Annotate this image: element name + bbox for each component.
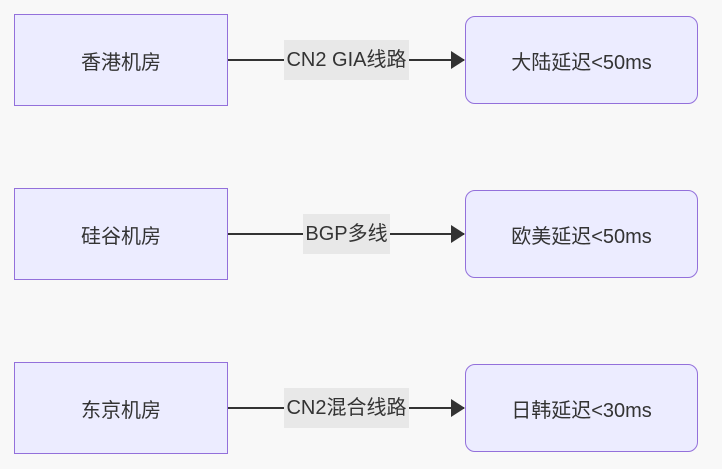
edge-label: CN2 GIA线路 — [284, 40, 409, 80]
flow-row-silicon-valley: 硅谷机房 BGP多线 欧美延迟<50ms — [14, 188, 698, 280]
node-label: 东京机房 — [81, 399, 161, 422]
flow-row-tokyo: 东京机房 CN2混合线路 日韩延迟<30ms — [14, 362, 698, 454]
node-label: 香港机房 — [81, 51, 161, 74]
arrow-right-icon — [451, 399, 465, 417]
arrow-right-icon — [451, 51, 465, 69]
node-hongkong-datacenter: 香港机房 — [14, 14, 228, 106]
node-label: 硅谷机房 — [81, 225, 161, 248]
node-label: 大陆延迟<50ms — [511, 51, 652, 74]
node-silicon-valley-datacenter: 硅谷机房 — [14, 188, 228, 280]
node-label: 日韩延迟<30ms — [511, 399, 652, 422]
node-label: 欧美延迟<50ms — [511, 225, 652, 248]
flow-row-hongkong: 香港机房 CN2 GIA线路 大陆延迟<50ms — [14, 14, 698, 106]
edge-connector: CN2 GIA线路 — [228, 14, 465, 106]
node-japan-korea-latency: 日韩延迟<30ms — [465, 364, 698, 452]
edge-connector: CN2混合线路 — [228, 362, 465, 454]
node-tokyo-datacenter: 东京机房 — [14, 362, 228, 454]
edge-label: BGP多线 — [303, 214, 390, 254]
edge-connector: BGP多线 — [228, 188, 465, 280]
node-us-eu-latency: 欧美延迟<50ms — [465, 190, 698, 278]
arrow-right-icon — [451, 225, 465, 243]
node-mainland-latency: 大陆延迟<50ms — [465, 16, 698, 104]
edge-label: CN2混合线路 — [284, 388, 409, 428]
